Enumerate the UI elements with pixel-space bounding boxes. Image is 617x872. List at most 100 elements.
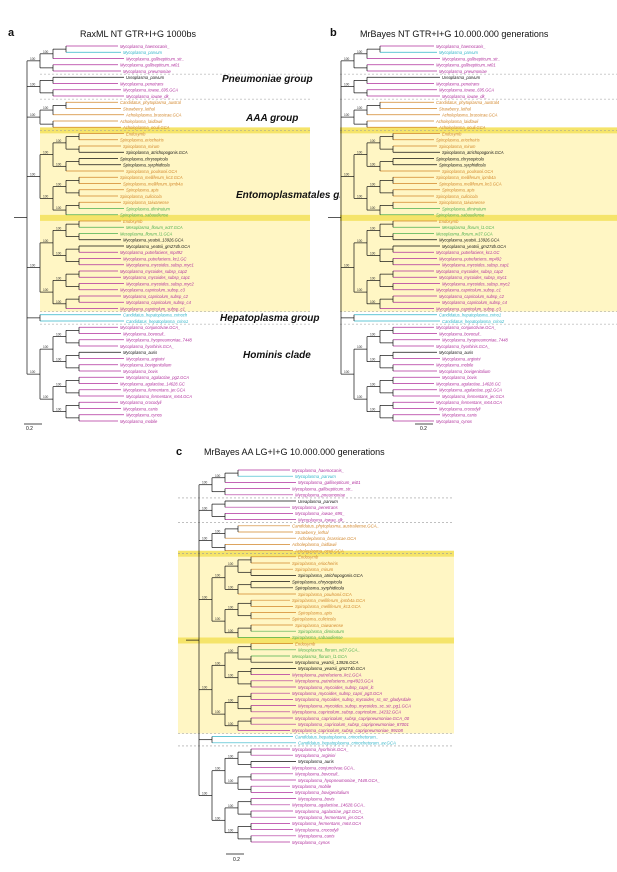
taxon-label: Spiroplasma_melliferum_ipmb4a.GCA [292, 598, 365, 603]
taxon-label: Candidatus_phytoplasma_austral4 [436, 100, 500, 105]
support-value: 100 [56, 333, 62, 337]
taxon-label: Mycoplasma_conjunctivae.GCA_ [120, 325, 181, 330]
support-value: 100 [357, 151, 363, 155]
taxon-label: Mycoplasma_mycoides_subsp_cap2 [120, 269, 188, 274]
support-value: 100 [228, 562, 234, 566]
panel-a: a RaxML NT GTR+I+G 1000bs Mycoplasma_hae… [0, 0, 362, 440]
taxon-label: Mycoplasma_canis [298, 834, 335, 839]
taxon-label: Mycoplasma_hyorhinis.GCA_ [436, 344, 491, 349]
taxon-label: Spiroplasma_eriocheiris [120, 138, 164, 143]
clade-highlight-band [340, 130, 617, 312]
taxon-label: Mycoplasma_canis [442, 413, 477, 418]
support-value: 100 [370, 183, 376, 187]
support-value: 100 [344, 113, 350, 117]
taxon-label: Spiroplasma_apis [298, 610, 333, 615]
taxon-label: Mycoplasma_parvum [123, 50, 162, 55]
taxon-label: Spiroplasma_taiwanense [295, 623, 344, 628]
taxon-label: Mycoplasma_yeatsii_gm274b.GCA [442, 244, 506, 249]
panel-letter-c: c [176, 446, 183, 458]
taxon-label: Spiroplasma_apis [126, 188, 159, 193]
support-value: 100 [43, 106, 49, 110]
taxon-label: Mycoplasma_penetrans [120, 81, 163, 86]
taxon-label: Spiroplasma_melliferum_ipmb4a [123, 181, 183, 186]
support-value: 100 [30, 172, 36, 176]
taxon-label: Mycoplasma_bovis [123, 369, 158, 374]
taxon-label: Mycoplasma_haemocanis_ [292, 468, 345, 473]
panel-letter-b: b [330, 27, 337, 39]
support-value: 100 [228, 804, 234, 808]
taxon-label: Mycoplasma_mycoides_subsp_capri_lc [298, 685, 375, 690]
support-value: 100 [370, 300, 376, 304]
taxon-label: Strawberry_lethal [439, 106, 471, 111]
taxon-label: Candidatus_hepatoplasma_crino1 [439, 313, 501, 318]
taxon-label: Mycoplasma_mycoides_subsp_cap1 [442, 263, 509, 268]
taxon-label: Mycoplasma_capricolum_subsp_c3 [120, 288, 186, 293]
taxon-label: Spiroplasma_syrphidicola [439, 163, 486, 168]
taxon-label: Mycoplasma_yeatsii_13926.GCA [439, 238, 500, 243]
taxon-label: Mycoplasma_crocodyli [120, 400, 161, 405]
taxon-label: Mycoplasma_bovis [442, 375, 477, 380]
support-value: 100 [215, 574, 221, 578]
support-value: 100 [357, 106, 363, 110]
support-value: 100 [228, 606, 234, 610]
support-value: 100 [370, 139, 376, 143]
taxon-label: Mycoplasma_capricolum_subsp_capricolum_1… [292, 710, 401, 715]
taxon-label: Mycoplasma_conjunctivae.GCA_ [292, 765, 356, 770]
panel-title-b: MrBayes NT GTR+I+G 10.000.000 generation… [360, 29, 549, 39]
taxon-label: Mycoplasma_hyopneumoniae_7448 [126, 338, 192, 343]
taxon-label: Mycoplasma_iowae_dk_ [298, 517, 346, 522]
taxon-label: Mycoplasma_mobile [436, 363, 474, 368]
support-value: 100 [344, 57, 350, 61]
support-value: 100 [228, 629, 234, 633]
group-label-hominis: Hominis clade [243, 350, 311, 361]
taxon-label: Mycoplasma_parvum [439, 50, 478, 55]
taxon-label: Spiroplasma_melliferum_kc3.GCA [295, 604, 361, 609]
taxon-label: Ureaplasma_parvum [298, 499, 338, 504]
taxon-label: Mycoplasma_mycoides_subsp_cap2 [436, 269, 504, 274]
taxon-label: Mycoplasma_auris [298, 759, 335, 764]
support-value: 100 [228, 722, 234, 726]
taxon-label: Mycoplasma_cynos [436, 419, 472, 424]
support-value: 100 [215, 617, 221, 621]
support-value: 100 [43, 151, 49, 155]
support-value: 100 [370, 206, 376, 210]
support-value: 100 [228, 779, 234, 783]
taxon-label: Mycoplasma_agalactiae_14628.GC [120, 381, 185, 386]
taxon-label: Mycoplasma_fermentans_m64.GCA [126, 394, 192, 399]
taxon-label: Mycoplasma_iowae_dk_ [126, 94, 172, 99]
taxon-label: Mycoplasma_arginini [126, 356, 165, 361]
taxon-label: Mycoplasma_fermentans_jer.GCA [298, 815, 364, 820]
support-value: 100 [215, 474, 221, 478]
taxon-label: Mycoplasma_crocodyli [295, 827, 340, 832]
support-value: 100 [30, 370, 36, 374]
taxon-label: Mycoplasma_bovigenitalium [439, 369, 491, 374]
group-label-pneumoniae: Pneumoniae group [222, 74, 313, 85]
taxon-label: Mycoplasma_hyorhinis.GCA_ [292, 747, 349, 752]
support-value: 100 [202, 481, 208, 485]
support-value: 100 [43, 194, 49, 198]
taxon-label: Strawberry_lethal [295, 530, 329, 535]
support-value: 100 [357, 239, 363, 243]
taxon-label: Mycoplasma_mycoides_subsp_cap1 [123, 275, 190, 280]
taxon-label: Mycoplasma_yeatsii_gm274b.GCA [298, 666, 365, 671]
taxon-label: Mycoplasma_fermentans_jer.GCA [123, 388, 186, 393]
taxon-label: Mycoplasma_putrefaciens_mp492 [120, 250, 183, 255]
taxon-label: Mycoplasma_hyopneumoniae_7448.GCA_ [298, 778, 381, 783]
taxon-label: Mesoplasma_florum_w37.GCA_ [298, 648, 360, 653]
taxon-label: Mycoplasma_gallisepticum_wi01 [120, 63, 180, 68]
clade-highlight-bar [340, 127, 617, 134]
taxon-label: Mycoplasma_fermentans_m64.GCA [292, 821, 361, 826]
taxon-label: Mesoplasma_florum_l1.GCA [442, 225, 495, 230]
taxon-label: Mycoplasma_capricolum_subsp_c4 [442, 300, 508, 305]
support-value: 100 [215, 661, 221, 665]
taxon-label: Spiroplasma_taiwanense [439, 200, 485, 205]
taxon-label: Spiroplasma_sabaudiense [292, 635, 343, 640]
taxon-label: Mycoplasma_cynos [292, 840, 331, 845]
taxon-label: Mycoplasma_haemocanis_ [120, 44, 170, 49]
support-value: 100 [56, 251, 62, 255]
support-value: 100 [228, 585, 234, 589]
taxon-label: Spiroplasma_atrichopogonis.GCA [126, 150, 188, 155]
taxon-label: Mesoplasma_florum_l1.GCA [292, 654, 347, 659]
support-value: 100 [215, 767, 221, 771]
taxon-label: Spiroplasma_mirum [295, 567, 334, 572]
